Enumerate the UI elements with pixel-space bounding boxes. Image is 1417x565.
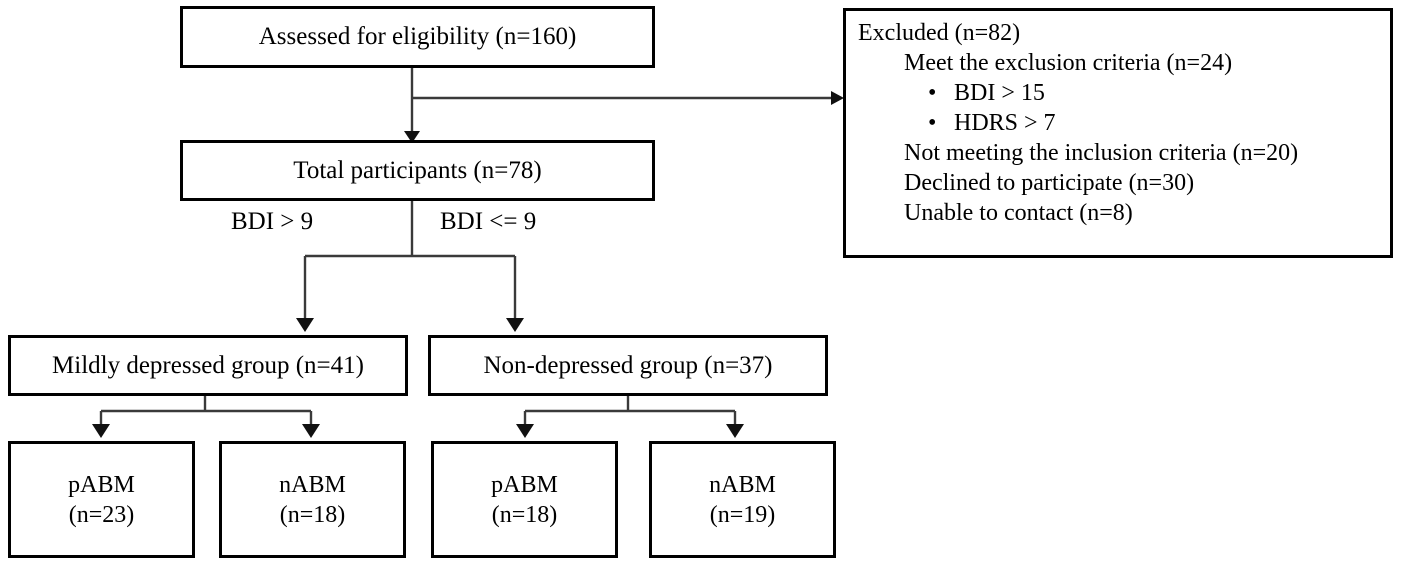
excluded-bullet-item: • HDRS > 7 xyxy=(928,111,1390,135)
excluded-heading: Excluded (n=82) xyxy=(858,20,1021,46)
excluded-bullet-item: • BDI > 15 xyxy=(928,81,1390,105)
arrowhead-to-nabm-18 xyxy=(302,424,320,438)
node-total-label: Total participants (n=78) xyxy=(293,156,542,184)
edge-label-left-branch: BDI > 9 xyxy=(231,208,314,235)
excluded-bullet-label: BDI > 15 xyxy=(954,80,1045,106)
node-leaf-pabm-1[interactable]: pABM (n=23) xyxy=(8,441,195,558)
node-total-participants[interactable]: Total participants (n=78) xyxy=(180,140,655,201)
leaf-name: nABM xyxy=(279,471,346,498)
excluded-item: Unable to contact (n=8) xyxy=(904,200,1133,226)
node-excluded[interactable]: Excluded (n=82) Meet the exclusion crite… xyxy=(843,8,1393,258)
bullet-icon: • xyxy=(928,80,937,106)
arrowhead-to-nabm-19 xyxy=(726,424,744,438)
node-leaf-nabm-1[interactable]: nABM (n=18) xyxy=(219,441,406,558)
node-leaf-pabm-2[interactable]: pABM (n=18) xyxy=(431,441,618,558)
node-assessed-label: Assessed for eligibility (n=160) xyxy=(258,23,577,51)
leaf-name: pABM xyxy=(491,471,558,498)
arrowhead-to-nondep-group xyxy=(506,318,524,332)
arrowhead-to-mildly-group xyxy=(296,318,314,332)
leaf-count: (n=19) xyxy=(709,501,776,528)
node-assessed-for-eligibility[interactable]: Assessed for eligibility (n=160) xyxy=(180,6,655,68)
bullet-icon: • xyxy=(928,110,937,136)
arrowhead-to-pabm-23 xyxy=(92,424,110,438)
node-leaf-nabm-2[interactable]: nABM (n=19) xyxy=(649,441,836,558)
node-mildly-depressed-group[interactable]: Mildly depressed group (n=41) xyxy=(8,335,408,396)
edge-label-right-branch: BDI <= 9 xyxy=(440,208,537,235)
leaf-name: nABM xyxy=(709,471,776,498)
excluded-bullet-label: HDRS > 7 xyxy=(954,110,1056,136)
excluded-item: Declined to participate (n=30) xyxy=(904,170,1195,196)
leaf-name: pABM xyxy=(68,471,135,498)
arrowhead-to-pabm-18 xyxy=(516,424,534,438)
leaf-count: (n=18) xyxy=(279,501,346,528)
leaf-count: (n=18) xyxy=(491,501,558,528)
node-nondep-label: Non-depressed group (n=37) xyxy=(483,351,773,379)
excluded-item: Not meeting the inclusion criteria (n=20… xyxy=(904,140,1299,166)
excluded-criteria-heading: Meet the exclusion criteria (n=24) xyxy=(904,50,1233,76)
node-non-depressed-group[interactable]: Non-depressed group (n=37) xyxy=(428,335,828,396)
leaf-count: (n=23) xyxy=(68,501,135,528)
node-mildly-label: Mildly depressed group (n=41) xyxy=(52,351,364,379)
